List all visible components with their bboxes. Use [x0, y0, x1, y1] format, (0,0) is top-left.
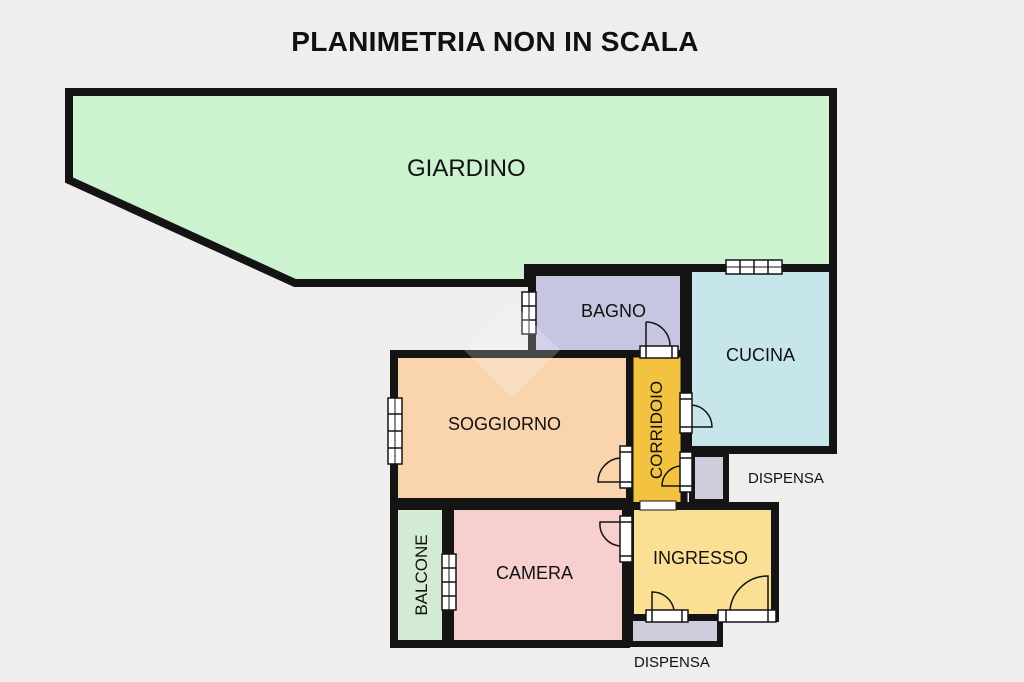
- window-soggiorno-left: [387, 397, 403, 465]
- watermark-logo: [464, 302, 560, 398]
- opening-corridoio-ingresso: [639, 500, 677, 511]
- label-bagno: BAGNO: [581, 301, 647, 321]
- window-bagno-left: [521, 291, 537, 335]
- label-ingresso: INGRESSO: [653, 548, 749, 568]
- door-cucina: [679, 392, 713, 434]
- label-dispensa-bottom: DISPENSA: [634, 654, 710, 671]
- label-corridoio: CORRIDOIO: [647, 380, 666, 480]
- label-balcone: BALCONE: [412, 534, 431, 616]
- door-camera: [599, 515, 633, 563]
- plan-title: PLANIMETRIA NON IN SCALA: [291, 26, 699, 57]
- door-dispensa-bottom: [645, 591, 689, 623]
- dispensa-bottom-area: [627, 615, 723, 647]
- label-dispensa-top: DISPENSA: [748, 470, 824, 487]
- door-bagno: [639, 321, 679, 359]
- window-balcone-camera: [441, 553, 457, 611]
- door-dispensa-top: [661, 451, 693, 493]
- label-giardino: GIARDINO: [407, 155, 526, 182]
- door-soggiorno: [597, 445, 633, 489]
- window-cucina-top: [725, 259, 783, 275]
- dispensa-top-area: [689, 451, 729, 505]
- door-ingresso-entrance: [717, 575, 777, 623]
- label-camera: CAMERA: [496, 563, 574, 583]
- giardino-area: [65, 88, 837, 287]
- label-soggiorno: SOGGIORNO: [448, 414, 562, 434]
- balcone-area: [390, 502, 450, 648]
- label-cucina: CUCINA: [726, 345, 796, 365]
